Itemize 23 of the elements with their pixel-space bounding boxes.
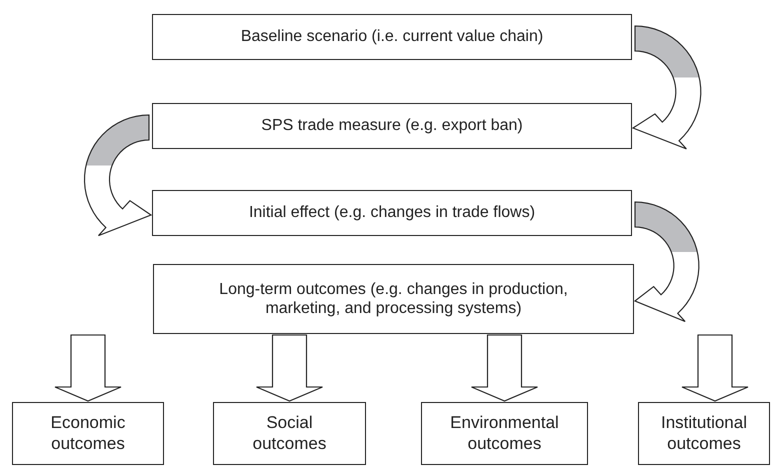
process-box (421, 402, 588, 465)
block-arrow (256, 334, 324, 402)
process-box (213, 402, 366, 465)
block-arrow (681, 334, 749, 402)
box-label: Baseline scenario (i.e. current value chain) (240, 27, 544, 47)
box-label: Institutional outcomes (660, 413, 748, 454)
box-label: Environmental outcomes (449, 413, 560, 454)
box-label: Initial effect (e.g. changes in trade flows) (248, 203, 536, 223)
box-label: Long-term outcomes (e.g. changes in production, marketing, and processing systems) (219, 280, 568, 318)
process-box (152, 190, 632, 236)
curved-block-arrow (632, 25, 702, 150)
process-box (153, 264, 634, 334)
box-label: Economic outcomes (50, 413, 126, 454)
curved-block-arrow (634, 201, 700, 322)
box-label: Social outcomes (252, 413, 328, 454)
block-arrow (54, 334, 122, 402)
block-arrow (470, 334, 538, 402)
box-label: SPS trade measure (e.g. export ban) (261, 116, 523, 136)
process-box (152, 103, 632, 149)
process-box (152, 14, 632, 60)
curved-block-arrow (84, 114, 152, 236)
process-box (12, 402, 164, 465)
process-box (638, 402, 770, 465)
